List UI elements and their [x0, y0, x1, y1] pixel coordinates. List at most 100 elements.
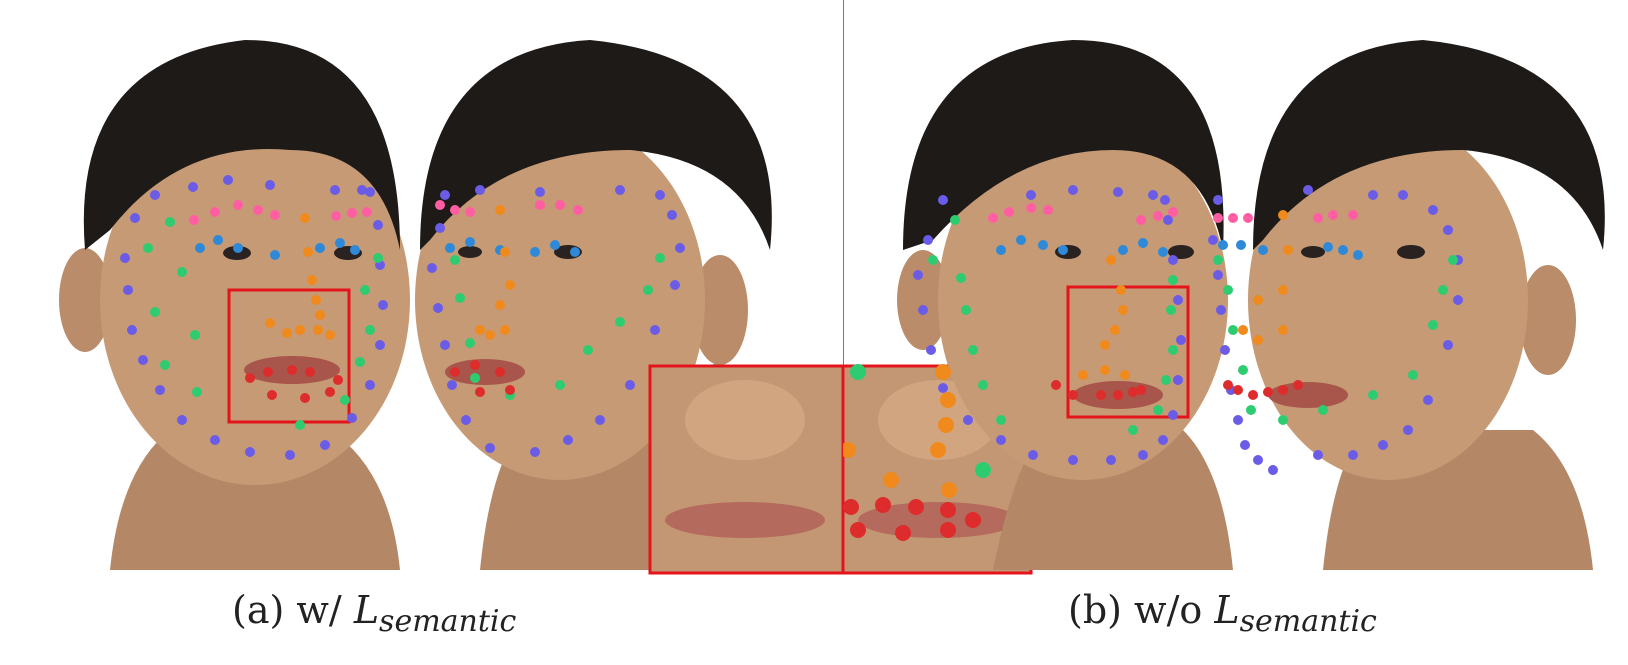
- landmark-dot: [1398, 190, 1408, 200]
- landmark-dot: [475, 325, 485, 335]
- landmark-dot: [177, 267, 187, 277]
- landmark-dot: [941, 482, 957, 498]
- landmark-dot: [265, 180, 275, 190]
- landmark-dot: [138, 355, 148, 365]
- landmark-dot: [843, 442, 856, 458]
- landmark-dot: [961, 305, 971, 315]
- landmark-dot: [535, 200, 545, 210]
- landmark-dot: [320, 440, 330, 450]
- landmark-dot: [461, 415, 471, 425]
- landmark-dot: [160, 360, 170, 370]
- landmark-dot: [918, 305, 928, 315]
- landmark-dot: [1128, 387, 1138, 397]
- landmark-dot: [625, 380, 635, 390]
- landmark-dot: [1068, 390, 1078, 400]
- landmark-dot: [450, 205, 460, 215]
- zoom-region-box-b: [1066, 285, 1190, 419]
- landmark-dot: [1118, 245, 1128, 255]
- landmark-dot: [1160, 195, 1170, 205]
- landmark-dot: [347, 413, 357, 423]
- panel-b-without-semantic-loss: [843, 40, 1605, 575]
- landmark-dot: [1173, 295, 1183, 305]
- landmark-dot: [427, 263, 437, 273]
- landmark-dot: [1168, 345, 1178, 355]
- landmark-dot: [435, 200, 445, 210]
- landmark-dot: [1153, 405, 1163, 415]
- landmark-dot: [165, 217, 175, 227]
- landmark-dot: [1428, 205, 1438, 215]
- landmark-dot: [1068, 185, 1078, 195]
- landmark-dot: [930, 442, 946, 458]
- landmark-dot: [1293, 380, 1303, 390]
- landmark-dot: [143, 243, 153, 253]
- landmark-dot: [555, 200, 565, 210]
- landmark-dot: [908, 499, 924, 515]
- landmark-dot: [365, 187, 375, 197]
- landmark-dot: [495, 300, 505, 310]
- landmark-dot: [1113, 390, 1123, 400]
- landmark-dot: [1313, 450, 1323, 460]
- landmark-dot: [1408, 370, 1418, 380]
- landmark-dot: [968, 345, 978, 355]
- landmark-dot: [1248, 390, 1258, 400]
- landmark-dot: [1236, 240, 1246, 250]
- landmark-dot: [1058, 245, 1068, 255]
- landmark-dot: [1238, 325, 1248, 335]
- landmark-dot: [210, 435, 220, 445]
- landmark-dot: [965, 512, 981, 528]
- landmark-dot: [1051, 380, 1061, 390]
- landmark-dot: [950, 215, 960, 225]
- landmark-dot: [445, 243, 455, 253]
- landmark-dot: [1313, 213, 1323, 223]
- landmark-dot: [330, 185, 340, 195]
- landmark-dot: [365, 380, 375, 390]
- landmark-dot: [233, 243, 243, 253]
- landmark-dot: [1028, 450, 1038, 460]
- landmark-dot: [1246, 405, 1256, 415]
- landmark-dot: [375, 340, 385, 350]
- landmark-dot: [1158, 435, 1168, 445]
- landmark-dot: [1213, 270, 1223, 280]
- landmark-dot: [340, 395, 350, 405]
- landmark-dot: [655, 190, 665, 200]
- caption-b-label: (b) w/o: [1068, 588, 1203, 632]
- landmark-dot: [1113, 187, 1123, 197]
- landmark-dot: [1208, 235, 1218, 245]
- landmark-dot: [940, 502, 956, 518]
- landmark-dot: [913, 270, 923, 280]
- landmark-dot: [1338, 245, 1348, 255]
- landmark-dot: [563, 435, 573, 445]
- landmark-dot: [245, 447, 255, 457]
- landmark-dot: [555, 380, 565, 390]
- landmark-dot: [1110, 325, 1120, 335]
- landmark-dot: [1138, 238, 1148, 248]
- landmark-dot: [331, 211, 341, 221]
- landmark-dot: [1243, 213, 1253, 223]
- landmark-dot: [938, 195, 948, 205]
- landmark-dot: [1218, 240, 1228, 250]
- landmark-dot: [1253, 455, 1263, 465]
- landmark-dot: [1158, 247, 1168, 257]
- landmark-dot: [1303, 185, 1313, 195]
- landmark-dot: [1176, 335, 1186, 345]
- landmark-dot: [615, 317, 625, 327]
- landmark-dot: [485, 443, 495, 453]
- landmark-dot: [1353, 250, 1363, 260]
- landmark-dot: [530, 447, 540, 457]
- landmark-dot: [1078, 370, 1088, 380]
- landmark-dot: [270, 250, 280, 260]
- landmark-dot: [495, 367, 505, 377]
- landmark-dot: [335, 238, 345, 248]
- landmark-dot: [450, 255, 460, 265]
- landmark-dot: [190, 330, 200, 340]
- caption-a: (a) w/ Lsemantic: [232, 588, 516, 639]
- landmark-dot: [1233, 415, 1243, 425]
- landmark-dot: [1173, 375, 1183, 385]
- landmark-dot: [300, 213, 310, 223]
- landmark-dot: [1026, 190, 1036, 200]
- landmark-dot: [282, 328, 292, 338]
- landmark-dot: [1278, 415, 1288, 425]
- landmark-dot: [465, 237, 475, 247]
- landmark-dot: [177, 415, 187, 425]
- landmark-dot: [1223, 380, 1233, 390]
